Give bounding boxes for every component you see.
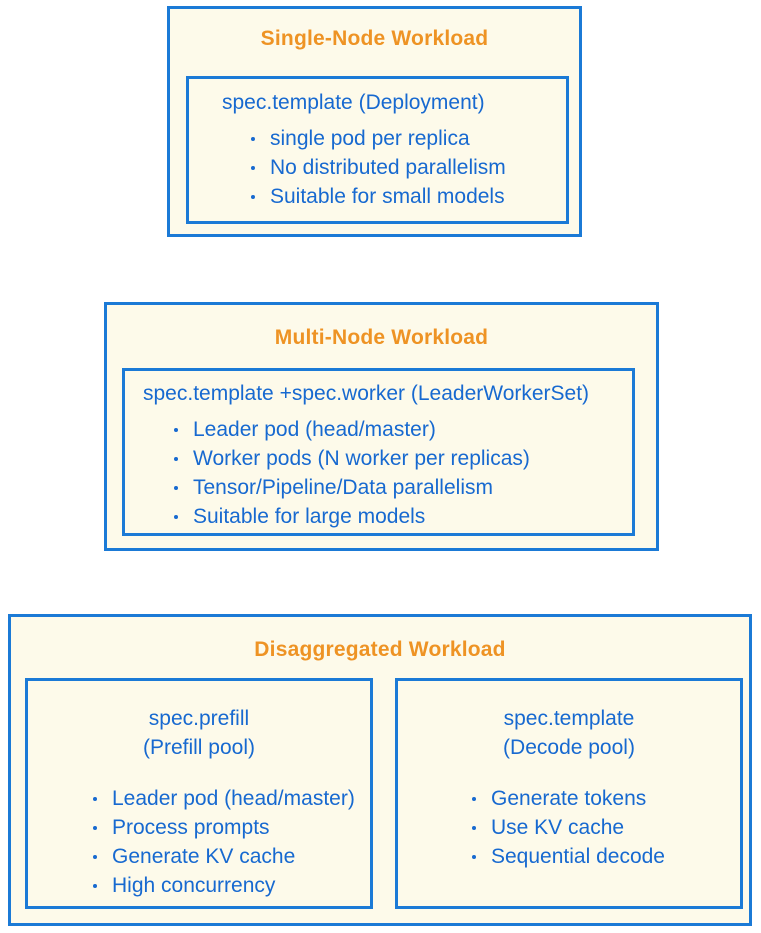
list-item: Sequential decode [468,842,665,871]
prefill-pool-spec-panel: spec.prefill (Prefill pool) Leader pod (… [25,678,373,909]
single-node-bullet-list: single pod per replica No distributed pa… [247,124,506,211]
list-item: High concurrency [89,871,355,900]
disaggregated-workload-title: Disaggregated Workload [254,638,506,661]
prefill-pool-spec-heading: spec.prefill (Prefill pool) [142,707,256,759]
list-item: Tensor/Pipeline/Data parallelism [170,473,530,502]
list-item: Leader pod (head/master) [89,784,355,813]
multi-node-spec-panel: spec.template +spec.worker (LeaderWorker… [122,368,635,536]
decode-pool-bullet-list: Generate tokens Use KV cache Sequential … [468,784,665,871]
multi-node-workload-card: Multi-Node Workload spec.template +spec.… [104,302,659,551]
single-node-spec-panel: spec.template (Deployment) single pod pe… [186,76,569,224]
single-node-workload-title: Single-Node Workload [260,27,489,50]
list-item: Generate tokens [468,784,665,813]
list-item: single pod per replica [247,124,506,153]
list-item: No distributed parallelism [247,153,506,182]
decode-pool-spec-panel: spec.template (Decode pool) Generate tok… [395,678,743,909]
single-node-workload-card: Single-Node Workload spec.template (Depl… [167,6,582,237]
list-item: Generate KV cache [89,842,355,871]
decode-pool-spec-heading: spec.template (Decode pool) [503,707,635,759]
list-item: Process prompts [89,813,355,842]
multi-node-bullet-list: Leader pod (head/master) Worker pods (N … [170,415,530,531]
disaggregated-workload-card: Disaggregated Workload spec.prefill (Pre… [8,614,752,926]
single-node-spec-heading: spec.template (Deployment) [222,91,485,114]
list-item: Worker pods (N worker per replicas) [170,444,530,473]
multi-node-spec-heading: spec.template +spec.worker (LeaderWorker… [143,382,590,405]
list-item: Use KV cache [468,813,665,842]
list-item: Suitable for small models [247,182,506,211]
list-item: Leader pod (head/master) [170,415,530,444]
multi-node-workload-title: Multi-Node Workload [274,326,489,349]
list-item: Suitable for large models [170,502,530,531]
prefill-pool-bullet-list: Leader pod (head/master) Process prompts… [89,784,355,900]
